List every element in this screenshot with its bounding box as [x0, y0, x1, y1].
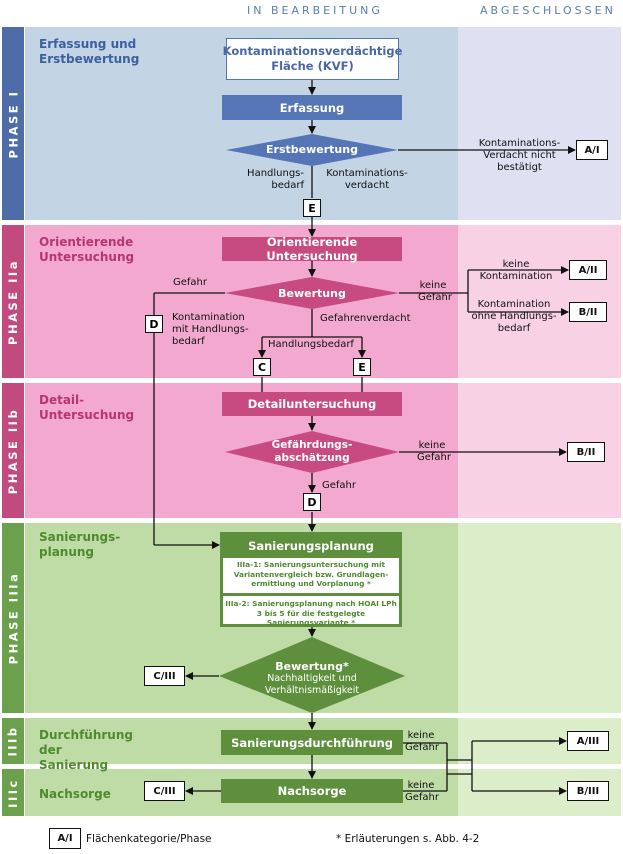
bewertung-label: Bewertung — [278, 287, 346, 300]
category-a-ii: A/II — [569, 260, 607, 280]
bewertung-diamond — [225, 277, 399, 309]
phase-3c-title: Nachsorge — [39, 787, 111, 801]
label-gefahrenverdacht: Gefahrenverdacht — [320, 313, 411, 324]
phase-1-completed-band — [458, 27, 621, 220]
category-b-ii-2: B/II — [567, 442, 605, 462]
orientierende-box: Orientierende Untersuchung — [222, 235, 402, 263]
phase-tab-2b: PHASE IIb — [2, 383, 24, 518]
label-kont-ohne-handlungsbedarf: Kontamination ohne Handlungs-bedarf — [471, 299, 557, 334]
label-gefahr-2: Gefahr — [322, 480, 356, 491]
legend-note: * Erläuterungen s. Abb. 4-2 — [336, 833, 480, 845]
label-keine-gefahr-2: keine Gefahr — [417, 440, 451, 463]
phase-3a-completed-band — [458, 523, 621, 713]
label-keine-kontamination: keine Kontamination — [479, 259, 553, 282]
nachsorge-box: Nachsorge — [221, 779, 403, 803]
label-kontaminationsverdacht: Kontaminations-verdacht — [326, 168, 408, 191]
label-kont-mit-handlungsbedarf: Kontamination mit Handlungs-bedarf — [172, 312, 249, 347]
legend-category-box: A/I — [49, 828, 81, 849]
erstbewertung-diamond — [226, 134, 398, 166]
label-handlungsbedarf-1: Handlungs-bedarf — [247, 168, 304, 191]
phase-tab-3b: IIIb — [2, 718, 24, 764]
label-keine-gefahr-4: keine Gefahr — [405, 780, 439, 803]
gefaehrdung-label: Gefährdungs-abschätzung — [271, 439, 353, 464]
label-keine-gefahr-1: keine Gefahr — [418, 280, 452, 303]
phase-tab-1: PHASE I — [2, 27, 24, 220]
sanierungsplanung-block: Sanierungsplanung IIIa-1: Sanierungsunte… — [220, 532, 402, 627]
detailuntersuchung-box: Detailuntersuchung — [222, 392, 402, 416]
phase-3a-title: Sanierungs-planung — [39, 530, 121, 559]
phase-3b-title: Durchführung der Sanierung — [39, 728, 133, 772]
phase-2b-title: Detail-Untersuchung — [39, 393, 135, 422]
sanierungsplanung-title: Sanierungsplanung — [248, 539, 374, 553]
erfassung-box: Erfassung — [222, 95, 402, 120]
marker-d-2: D — [303, 493, 321, 511]
erstbewertung-label: Erstbewertung — [266, 143, 358, 156]
phase-1-title: Erfassung und Erstbewertung — [39, 37, 140, 66]
legend-text: Flächenkategorie/Phase — [86, 833, 212, 845]
label-handlungsbedarf-2: Handlungsbedarf — [268, 339, 354, 350]
category-a-iii: A/III — [567, 731, 609, 751]
column-header-in-progress: IN BEARBEITUNG — [247, 4, 383, 17]
sanierungsdurchfuehrung-box: Sanierungsdurchführung — [221, 730, 403, 755]
marker-c: C — [253, 358, 271, 376]
kvf-box: Kontaminationsverdächtige Fläche (KVF) — [223, 38, 402, 80]
category-b-ii-1: B/II — [569, 302, 607, 322]
marker-e-2: E — [353, 358, 371, 376]
category-c-iii-2: C/III — [144, 781, 185, 801]
bewertung-3a-sub: Nachhaltigkeit und Verhältnismäßigkeit — [264, 673, 360, 696]
phase-tab-3c: IIIc — [2, 769, 24, 816]
phase-tab-3a: PHASE IIIa — [2, 523, 24, 713]
phase-2a-completed-band — [458, 225, 621, 378]
label-gefahr-1: Gefahr — [173, 277, 207, 288]
bewertung-3a-title: Bewertung* — [275, 660, 349, 673]
bewertung-3a-diamond — [219, 637, 405, 713]
label-keine-gefahr-3: keine Gefahr — [405, 730, 439, 753]
phase-2a-title: Orientierende Untersuchung — [39, 235, 135, 264]
sanierungsplanung-sub1: IIIa-1: Sanierungsuntersuchung mit Varia… — [223, 558, 399, 593]
sanierungsplanung-sub2: IIIa-2: Sanierungsplanung nach HOAI LPh … — [223, 596, 399, 627]
label-kont-nicht-bestaetigt: Kontaminations-Verdacht nicht bestätigt — [478, 138, 561, 173]
phase-tab-2a: PHASE IIa — [2, 225, 24, 378]
category-b-iii: B/III — [567, 781, 609, 801]
gefaehrdung-diamond — [225, 431, 399, 473]
marker-e-1: E — [303, 199, 321, 217]
category-c-iii-1: C/III — [144, 666, 185, 686]
marker-d-1: D — [145, 315, 163, 333]
category-a-i: A/I — [576, 140, 608, 160]
column-header-completed: ABGESCHLOSSEN — [480, 4, 616, 17]
